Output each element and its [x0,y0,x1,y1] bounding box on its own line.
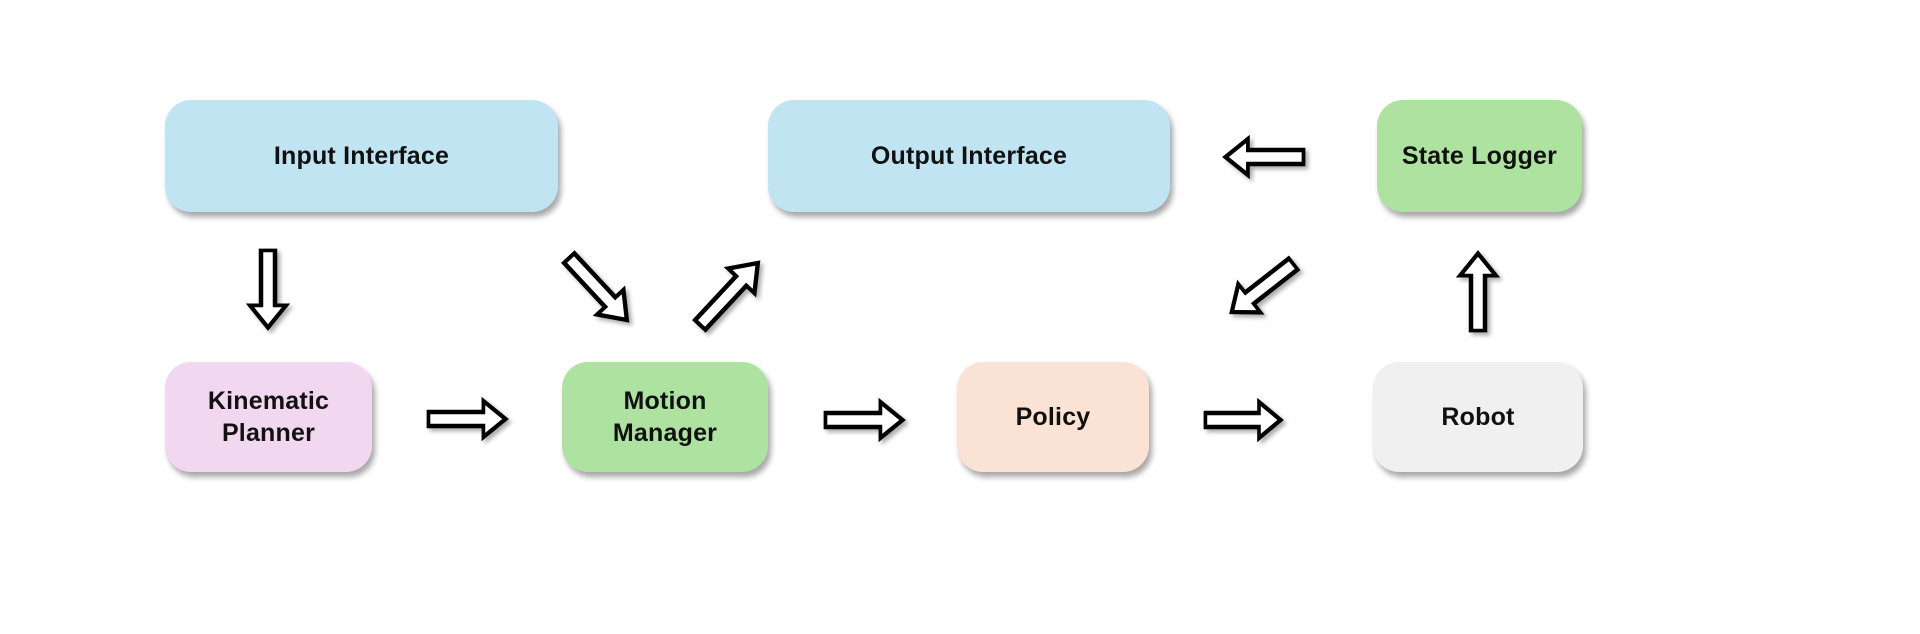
node-policy: Policy [957,362,1149,472]
arrow-policy-to-robot-icon [1203,397,1284,443]
node-policy-label: Policy [1015,403,1091,431]
arrow-kinematic-planner-to-motion-manager-icon [426,396,509,442]
arrow-input-interface-to-motion-manager-icon [553,250,643,323]
node-kinematic-planner-label: Kinematic Planner [207,387,330,447]
arrow-state-logger-to-output-interface-icon [1222,134,1306,180]
arrow-output-interface-to-policy-icon [1221,255,1304,315]
node-robot-label: Robot [1441,403,1515,431]
arrow-robot-to-state-logger-icon [1437,250,1519,333]
node-output-interface: Output Interface [768,100,1170,212]
node-robot: Robot [1373,362,1583,472]
node-state-logger: State Logger [1377,100,1582,212]
node-motion-manager-label: Motion Manager [612,387,718,447]
node-state-logger-label: State Logger [1401,142,1558,170]
node-input-interface-label: Input Interface [273,142,450,170]
arrow-input-interface-to-kinematic-planner-icon [227,248,309,331]
node-input-interface: Input Interface [165,100,558,212]
node-kinematic-planner: Kinematic Planner [165,362,372,472]
node-output-interface-label: Output Interface [870,142,1068,170]
arrow-motion-manager-to-output-interface-icon [684,260,774,333]
node-motion-manager: Motion Manager [562,362,768,472]
arrow-motion-manager-to-policy-icon [823,397,906,443]
